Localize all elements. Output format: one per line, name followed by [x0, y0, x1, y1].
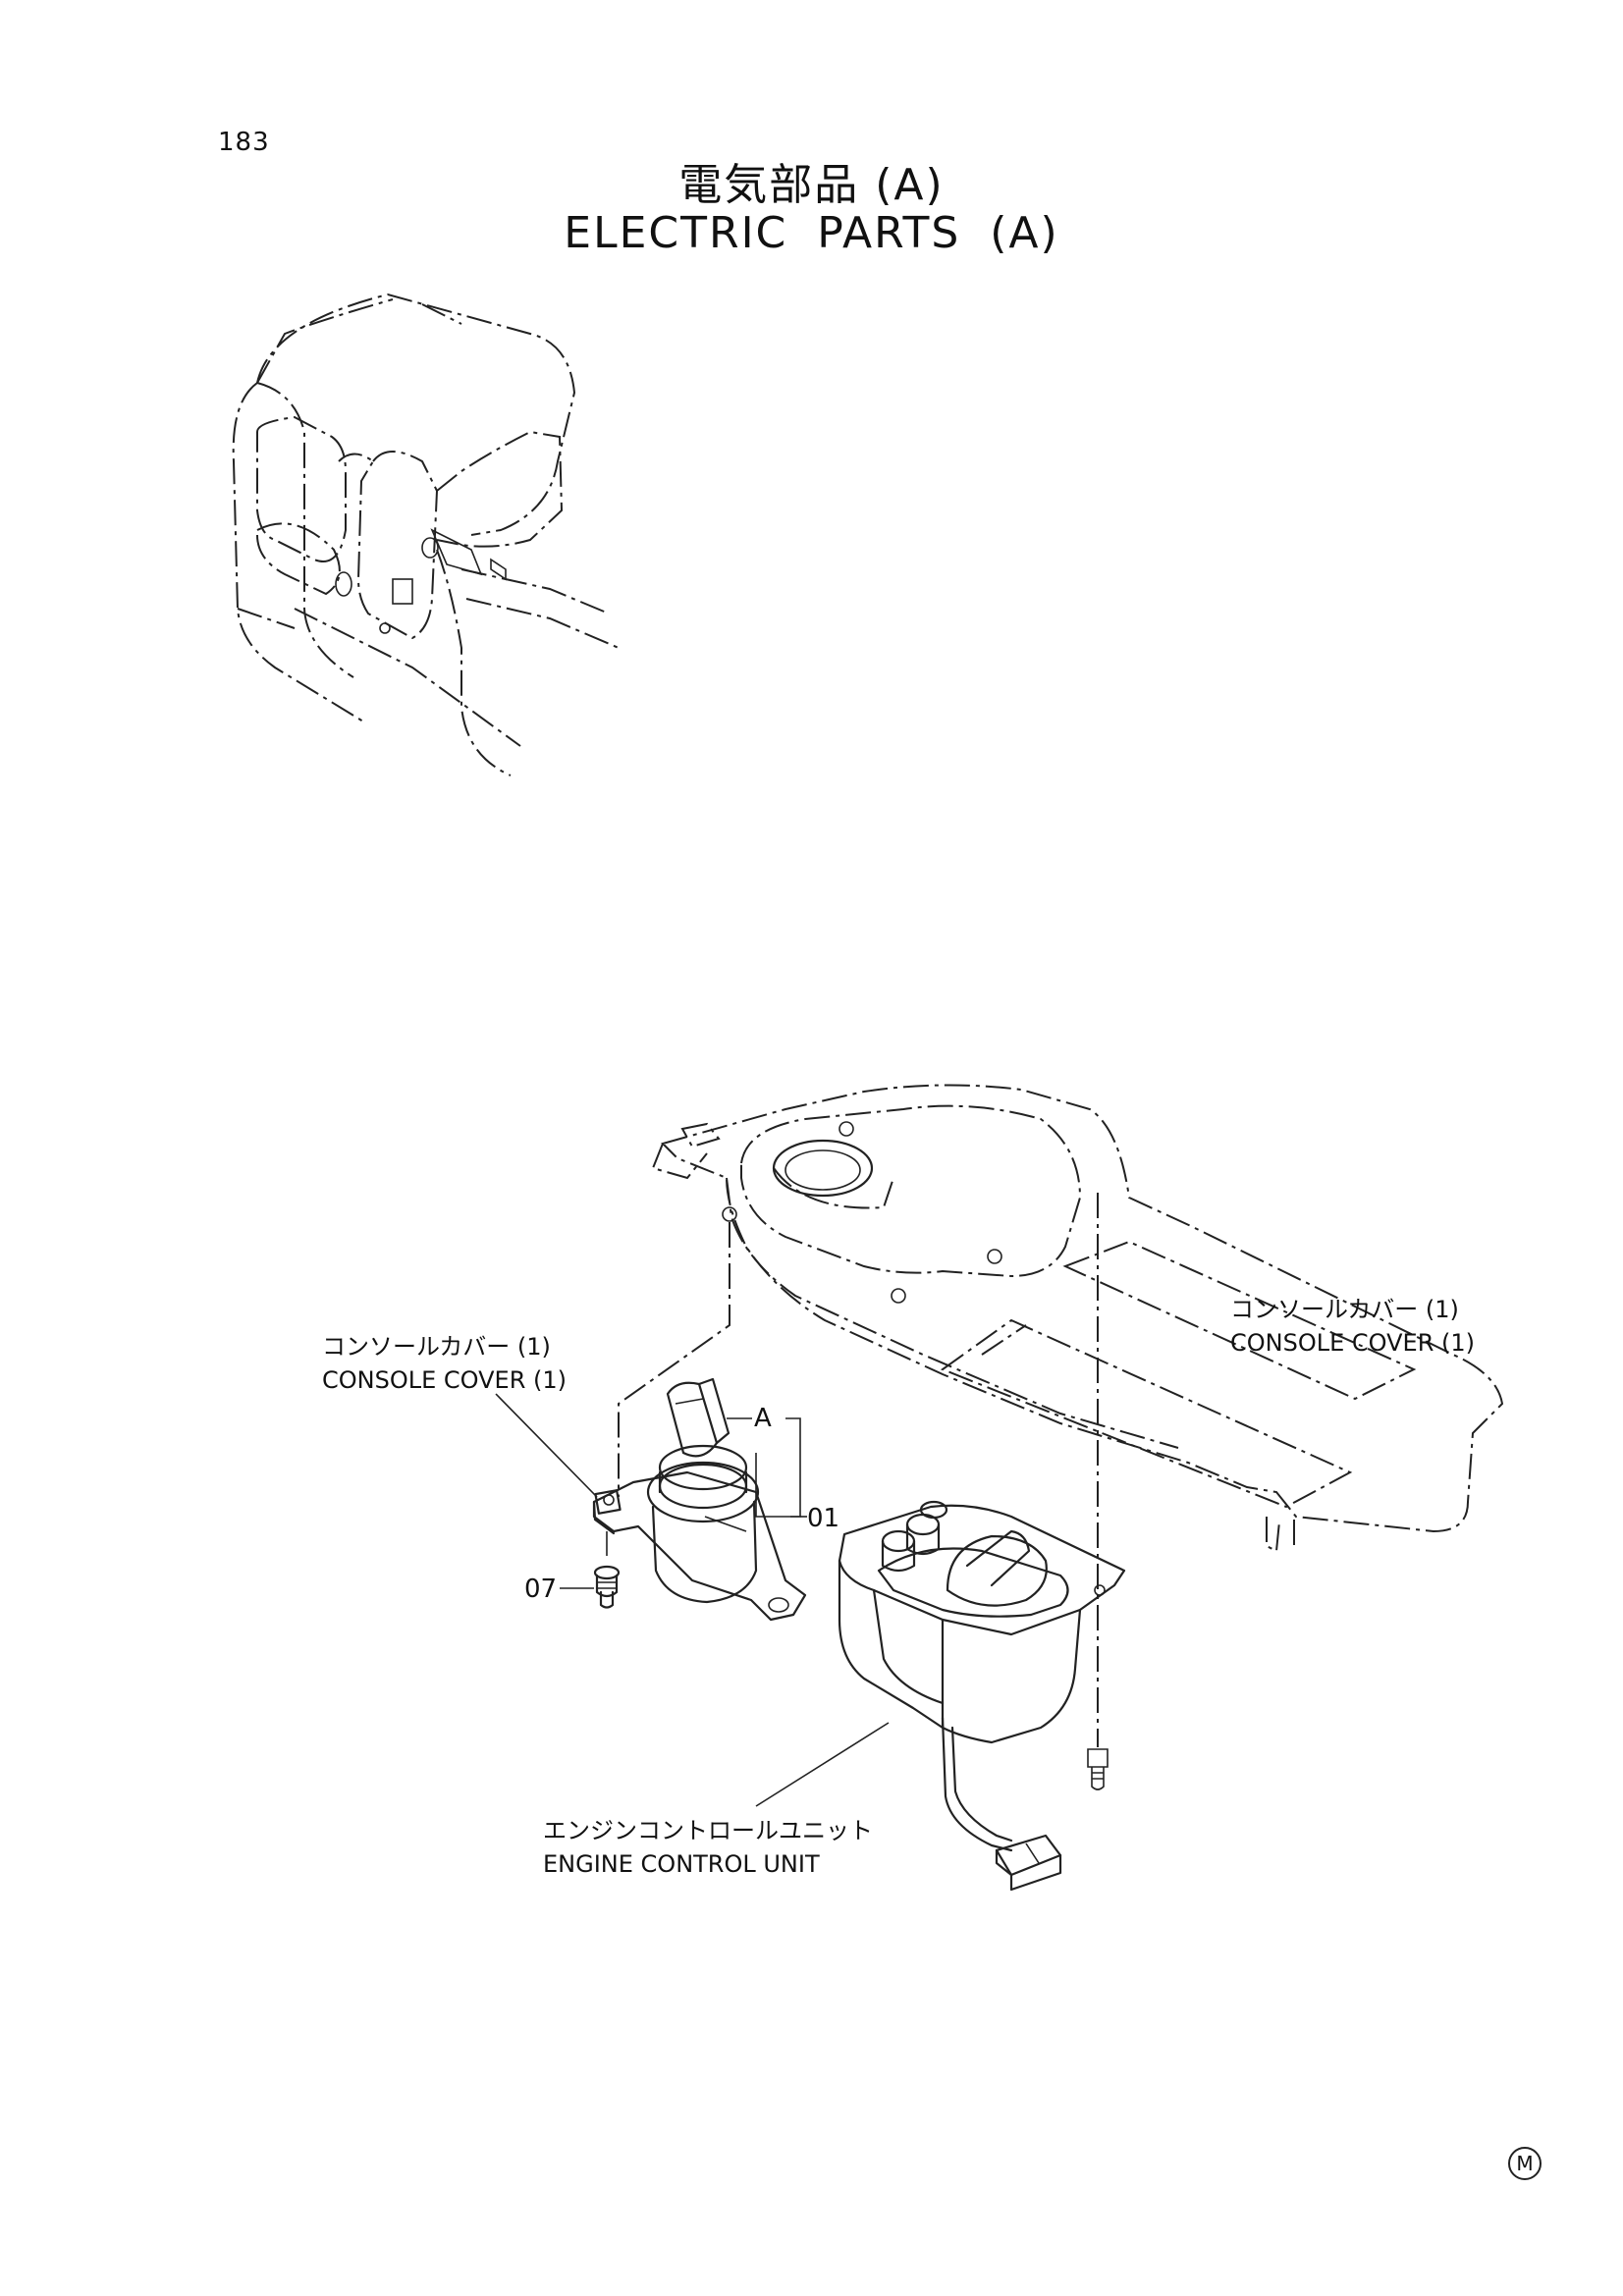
page-title-japanese: 電気部品 (A) — [678, 160, 945, 210]
console-cover-drawing — [618, 1084, 1504, 1790]
screw-07-drawing — [593, 1531, 621, 1609]
callout-console-cover-right: コンソールカバー (1) CONSOLE COVER (1) — [1230, 1293, 1475, 1360]
callout-console-cover-right-en: CONSOLE COVER (1) — [1230, 1329, 1475, 1357]
page-title-english: ELECTRIC PARTS (A) — [564, 208, 1059, 258]
callout-console-cover-left-jp: コンソールカバー (1) — [322, 1333, 551, 1361]
callout-console-cover-left: コンソールカバー (1) CONSOLE COVER (1) — [322, 1330, 567, 1397]
leader-lines — [495, 1393, 890, 1807]
engine-control-unit-drawing — [838, 1500, 1126, 1892]
page-number: 183 — [218, 128, 270, 157]
key-switch-drawing — [592, 1377, 807, 1622]
callout-engine-control-unit: エンジンコントロールユニット ENGINE CONTROL UNIT — [543, 1814, 873, 1881]
callout-engine-control-unit-en: ENGINE CONTROL UNIT — [543, 1850, 820, 1878]
ref-label-part-07: 07 — [524, 1575, 558, 1604]
callout-console-cover-right-jp: コンソールカバー (1) — [1230, 1296, 1459, 1323]
callout-engine-control-unit-jp: エンジンコントロールユニット — [543, 1817, 873, 1844]
callout-console-cover-left-en: CONSOLE COVER (1) — [322, 1366, 567, 1394]
cab-overview-illustration — [232, 293, 620, 776]
maker-mark-icon: M — [1508, 2147, 1542, 2180]
ref-label-a: A — [754, 1404, 772, 1433]
ref-label-part-01: 01 — [807, 1504, 840, 1533]
